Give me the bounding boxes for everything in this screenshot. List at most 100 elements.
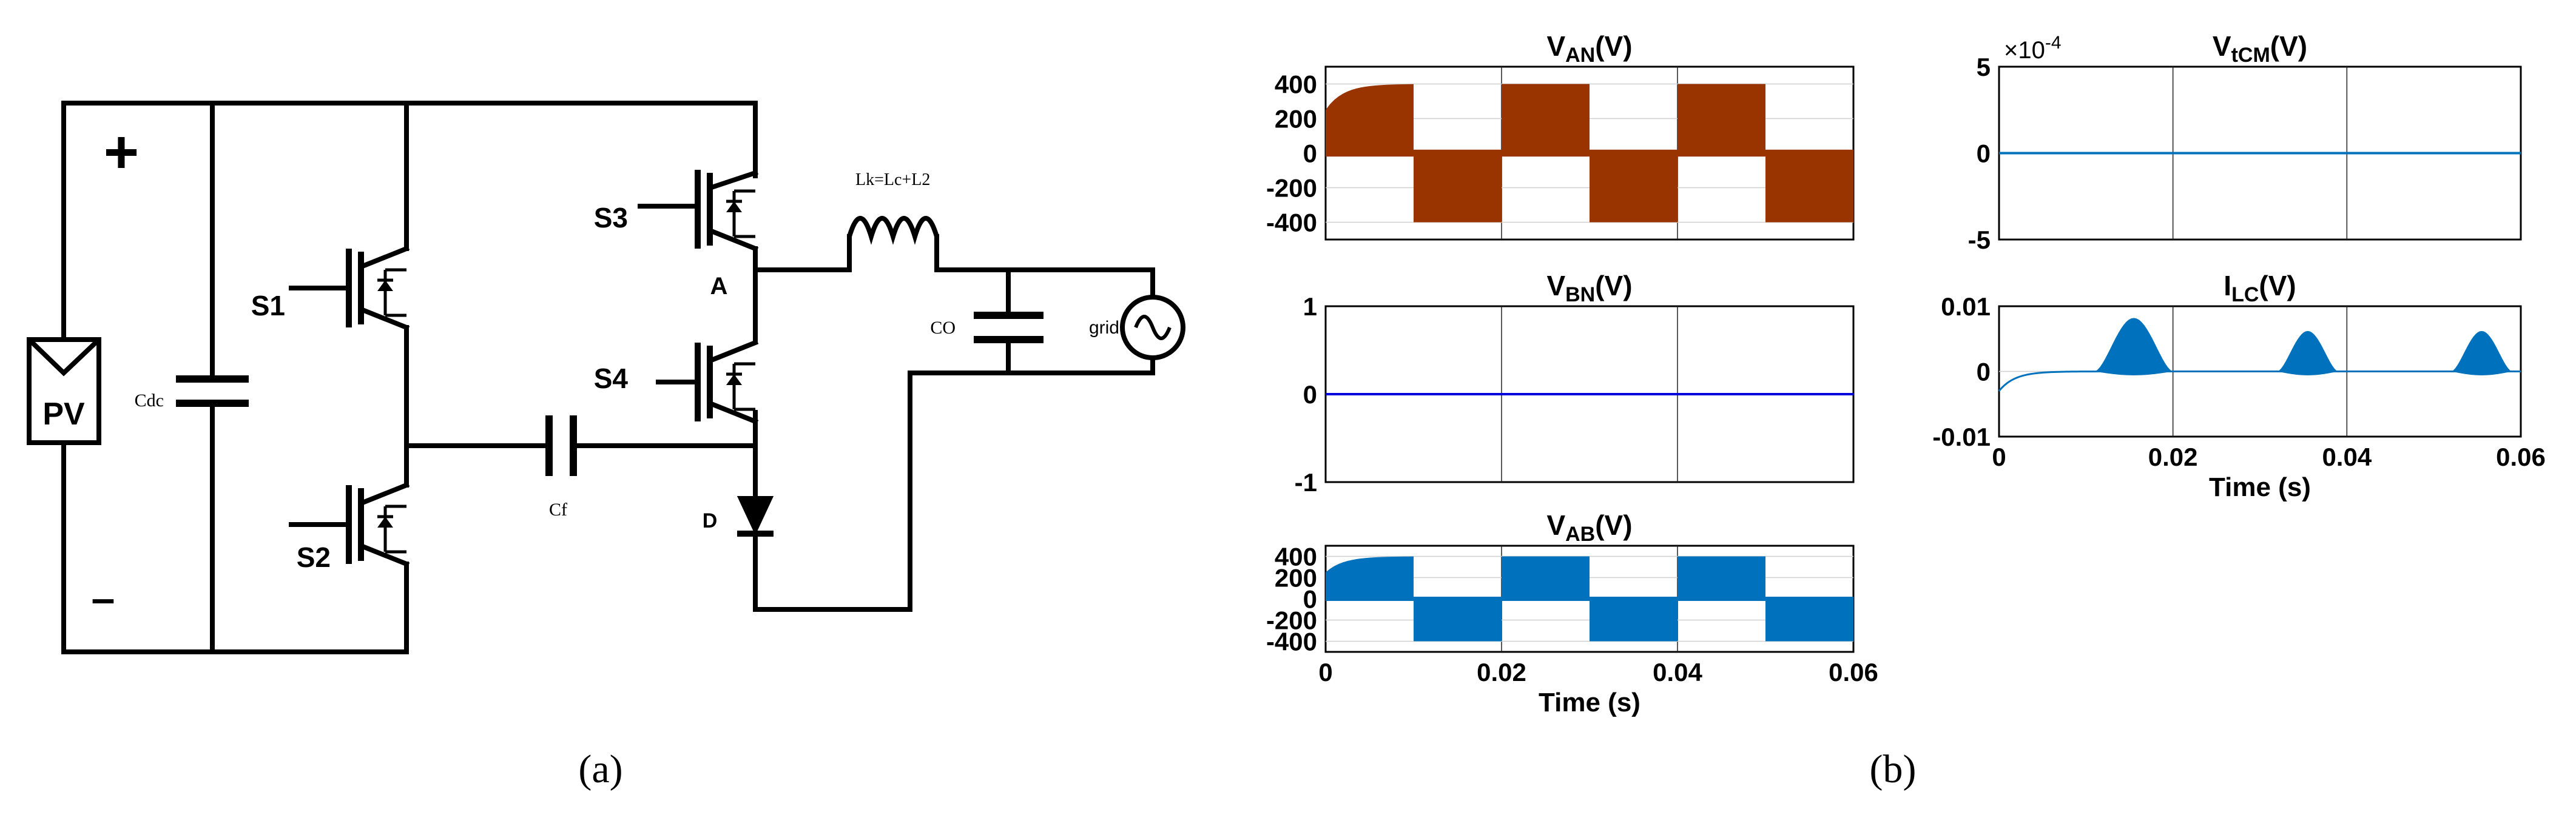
x-tick-label: 0.04 [1653, 658, 1702, 686]
chart-title: ILC(V) [2224, 270, 2296, 306]
y-tick-label: 400 [1275, 70, 1317, 99]
waveform-block [1502, 556, 1590, 601]
grid-source: grid [1089, 295, 1185, 360]
chart-title-sub: AB [1565, 523, 1595, 546]
chart-2: 1 0 -1 VBN(V) [1295, 270, 1855, 497]
chart-title-sub: LC [2231, 283, 2259, 306]
waveform-block [1502, 84, 1590, 157]
chart-title-tail: (V) [2259, 270, 2296, 301]
s3-label: S3 [594, 202, 628, 233]
waveform-block [1590, 149, 1677, 223]
y-tick-label: -1 [1295, 468, 1317, 497]
waveform-block [1677, 84, 1765, 157]
waveform-block [1765, 597, 1853, 642]
x-tick-label: 0 [1992, 443, 2006, 471]
negative-terminal-label: – [92, 574, 115, 622]
pv-label: PV [42, 397, 85, 432]
y-tick-label: -0.01 [1932, 423, 1991, 451]
current-burst [2451, 330, 2512, 375]
s2-label: S2 [297, 542, 331, 573]
cf-capacitor: Cf [545, 415, 758, 520]
d-label: D [703, 509, 718, 532]
waveform-block [1326, 599, 1414, 601]
y-exponent-label: ×10-4 [2004, 33, 2062, 64]
chart-title-main: I [2224, 270, 2231, 301]
pv-module: PV [27, 337, 101, 445]
chart-title-sub: AN [1565, 44, 1595, 67]
caption-a: (a) [578, 747, 622, 791]
chart-title-sub: BN [1565, 283, 1595, 306]
circuit-diagram: PV + – Cdc S1 [27, 101, 1185, 654]
y-tick-label: -400 [1266, 209, 1317, 237]
x-tick-label: 0 [1318, 658, 1332, 686]
series-line [1998, 371, 2521, 392]
x-tick-label: 0.06 [2496, 443, 2546, 471]
co-capacitor: CO [930, 267, 1044, 375]
y-tick-label: 0 [1977, 139, 1991, 168]
chart-title: VtCM(V) [2213, 30, 2307, 67]
inductor-lk: Lk=Lc+L2 [753, 170, 1116, 272]
s3-switch: S3 [594, 169, 759, 252]
cdc-label: Cdc [135, 391, 164, 411]
chart-title-tail: (V) [1595, 30, 1632, 62]
y-tick-label: -5 [1968, 226, 1991, 254]
chart-title: VBN(V) [1546, 270, 1632, 306]
chart-title-tail: (V) [2270, 30, 2307, 62]
waveform-block [1414, 597, 1502, 642]
x-axis-label: Time (s) [1539, 688, 1640, 717]
waveform-block [1590, 597, 1677, 642]
chart-4: 5 0 -5 VtCM(V) ×10-4 [1968, 30, 2522, 254]
x-tick-label: 0.02 [1477, 658, 1526, 686]
inductor-label: Lk=Lc+L2 [855, 170, 930, 189]
s1-label: S1 [251, 290, 285, 321]
y-tick-label: 0 [1303, 585, 1317, 614]
x-tick-label: 0.06 [1829, 658, 1878, 686]
y-tick-label: 0 [1303, 139, 1317, 168]
chart-title-tail: (V) [1595, 270, 1632, 301]
y-tick-label: 200 [1275, 564, 1317, 592]
chart-1: 400 200 0 -200 -400 VAN(V) [1266, 30, 1855, 241]
chart-title-sub: tCM [2231, 44, 2270, 67]
cdc-capacitor: Cdc [135, 101, 249, 654]
current-burst [2277, 330, 2338, 375]
y-tick-label: 0.01 [1941, 292, 1991, 321]
chart-title-main: V [2213, 30, 2231, 62]
diode-d: D [703, 443, 774, 612]
node-a-label: A [710, 273, 728, 300]
chart-title-main: V [1546, 30, 1565, 62]
waveform-block [1326, 84, 1414, 153]
exponent-base: ×10 [2004, 37, 2045, 64]
chart-title: VAB(V) [1546, 509, 1632, 546]
chart-title: VAN(V) [1546, 30, 1632, 67]
x-tick-label: 0.04 [2322, 443, 2372, 471]
waveform-block [1326, 153, 1414, 157]
waveform-block [1326, 556, 1414, 599]
current-burst [2094, 318, 2173, 375]
waveform-block [1414, 149, 1502, 223]
y-tick-label: 0 [1977, 358, 1991, 386]
waveform-block [1765, 149, 1853, 223]
chart-title-main: V [1546, 270, 1565, 301]
y-tick-label: -200 [1266, 174, 1317, 203]
s2-switch: S2 [289, 481, 410, 573]
caption-b: (b) [1870, 747, 1917, 791]
grid-label: grid [1089, 318, 1119, 338]
waveform-block [1677, 556, 1765, 601]
cf-label: Cf [549, 500, 567, 520]
y-tick-label: 200 [1275, 105, 1317, 133]
y-tick-label: 0 [1303, 380, 1317, 409]
s4-label: S4 [594, 363, 629, 394]
y-tick-label: 1 [1303, 292, 1317, 321]
y-tick-label: 5 [1977, 53, 1991, 81]
y-tick-label: 400 [1275, 543, 1317, 571]
x-axis-label: Time (s) [2209, 472, 2311, 502]
chart-title-tail: (V) [1595, 509, 1632, 541]
y-tick-label: -400 [1266, 628, 1317, 656]
s1-switch: S1 [251, 245, 410, 331]
exponent-power: -4 [2045, 33, 2062, 53]
chart-title-main: V [1546, 509, 1565, 541]
x-tick-label: 0.02 [2148, 443, 2198, 471]
